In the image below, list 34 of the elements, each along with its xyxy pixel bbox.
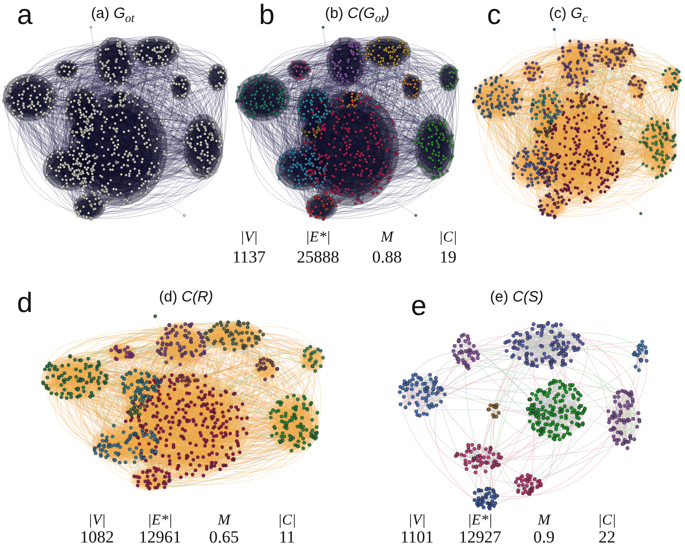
stat-value: 0.9	[533, 528, 555, 546]
column-header: |V|	[408, 514, 426, 528]
column-header: |C|	[278, 514, 296, 528]
panel-title: (d) C(R)	[159, 290, 214, 304]
stat-value: 22	[598, 528, 616, 546]
panel-title: (c) G$_{c}$	[549, 6, 588, 24]
stat-value: 25888	[296, 248, 340, 266]
column-header: M	[380, 230, 394, 246]
column-header: |V|	[240, 230, 258, 246]
panel-letter: d	[17, 289, 33, 317]
panel-letter: c	[487, 1, 501, 29]
stat-value: 12961	[138, 528, 182, 546]
stat-value: 11	[278, 528, 296, 546]
panel-title: (a) G$_{ot}$	[91, 6, 135, 24]
column-header: |E*|	[468, 514, 492, 528]
column-header: M	[538, 514, 550, 528]
column-header: |C|	[438, 230, 458, 246]
stat-value: 1137	[232, 248, 266, 266]
column-header: |V|	[88, 514, 106, 528]
stat-value: 1082	[80, 528, 114, 546]
panel-letter: b	[259, 1, 275, 29]
stat-value: 0.65	[209, 528, 239, 546]
stat-value: 12927	[458, 528, 502, 546]
panel-letter: a	[17, 1, 33, 29]
column-header: |E*|	[148, 514, 172, 528]
panel-title: (b) C(G$_{ot}$)	[325, 6, 390, 24]
panel-title: (e) C(S)	[490, 290, 544, 304]
stat-value: 0.88	[372, 248, 402, 266]
stat-value: 1101	[400, 528, 434, 546]
stat-value: 19	[440, 248, 456, 266]
column-header: |E*|	[306, 230, 330, 246]
column-header: M	[218, 514, 230, 528]
column-header: |C|	[598, 514, 616, 528]
panel-letter: e	[411, 292, 427, 320]
